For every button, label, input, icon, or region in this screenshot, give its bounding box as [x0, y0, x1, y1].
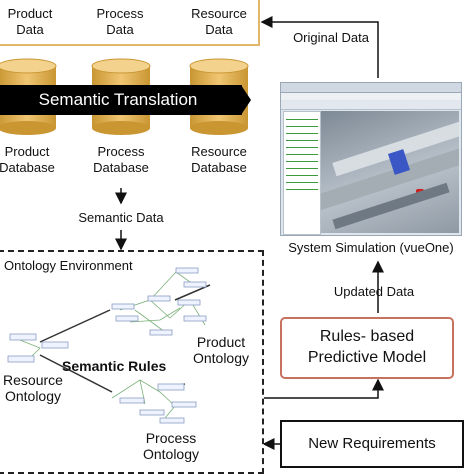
source-data-box	[0, 0, 260, 46]
window-titlebar	[281, 83, 461, 93]
toolbar	[281, 101, 461, 110]
updated-data-label: Updated Data	[333, 284, 415, 299]
semantic-rules-label: Semantic Rules	[62, 358, 167, 374]
new-requirements-box: New Requirements	[280, 420, 464, 468]
3d-viewport	[321, 111, 459, 233]
predictive-model-line1: Rules- based	[319, 328, 415, 345]
semantic-data-label: Semantic Data	[78, 210, 164, 225]
banner-arrow-tip	[241, 85, 251, 115]
predictive-model-line2: Predictive Model	[307, 349, 427, 366]
semantic-translation-banner: Semantic Translation	[0, 85, 242, 115]
ontology-environment-title: Ontology Environment	[4, 258, 133, 273]
original-data-label: Original Data	[293, 30, 369, 45]
vueone-simulation-screenshot	[280, 82, 462, 236]
ontology-environment-box	[0, 250, 264, 474]
predictive-model-box: Rules- based Predictive Model	[280, 317, 454, 379]
menu-bar	[281, 93, 461, 100]
simulation-caption: System Simulation (vueOne)	[288, 240, 454, 255]
component-tree-panel	[283, 111, 321, 235]
